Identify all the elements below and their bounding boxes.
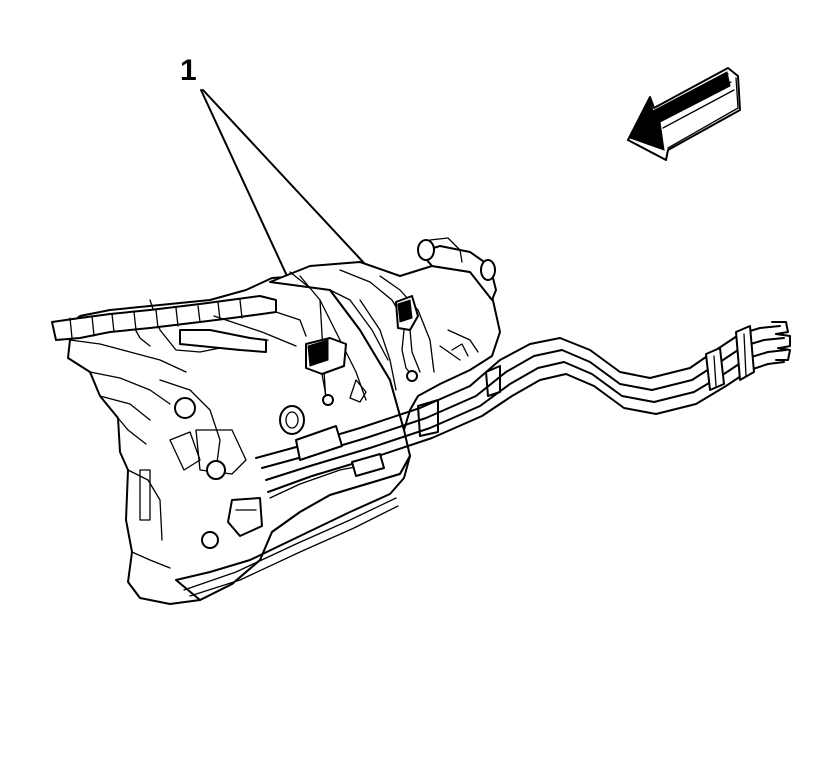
- callout-label-1: 1: [180, 54, 197, 87]
- fitting: [227, 497, 263, 537]
- bolt-boss: [174, 397, 196, 419]
- transmission-assembly: [51, 237, 501, 605]
- sensor-left: [305, 337, 347, 406]
- case-plug: [279, 405, 305, 435]
- sensor-right: [395, 295, 421, 382]
- line-fitting: [351, 453, 385, 477]
- oil-pan: [175, 455, 411, 601]
- wiring-harness: [51, 295, 297, 353]
- output-shaft: [480, 259, 496, 281]
- case-ribs: [275, 269, 479, 405]
- cooler-lines: [255, 321, 791, 499]
- line-fitting: [295, 425, 343, 461]
- bell-housing-detail: [69, 299, 269, 569]
- extension-housing: [419, 245, 497, 301]
- extension-end: [417, 239, 435, 261]
- bolt-boss: [206, 460, 226, 480]
- bolt-boss: [201, 531, 219, 549]
- view-direction-arrow-icon: [627, 67, 741, 161]
